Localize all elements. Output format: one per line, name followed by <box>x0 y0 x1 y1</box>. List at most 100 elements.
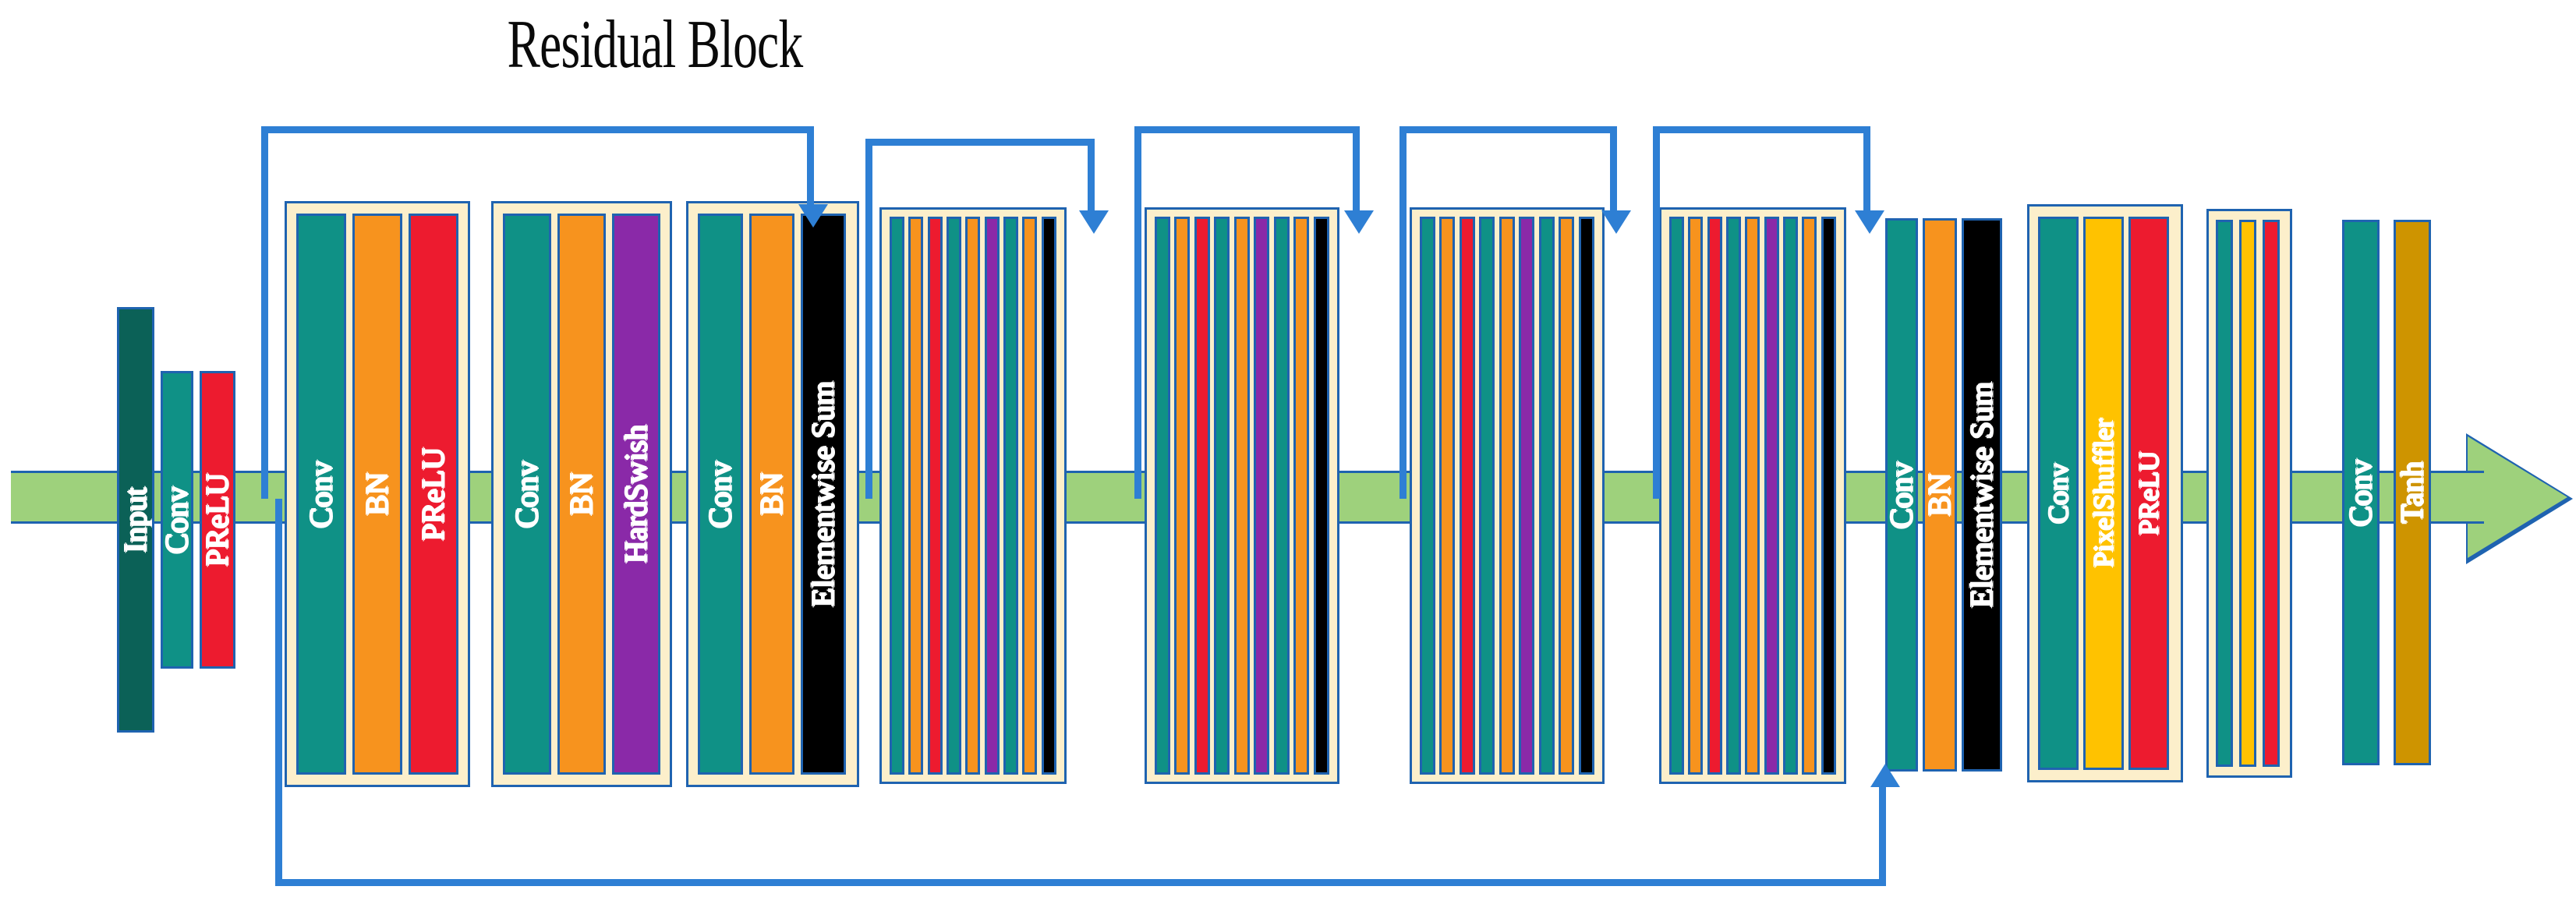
layer-conv-upsample-compact <box>2216 220 2233 767</box>
global-skip-bottom-span <box>275 879 1886 886</box>
layer-pixelshuffler-upsample-compact <box>2239 220 2256 767</box>
skip-arc-1-arrowhead <box>798 204 828 228</box>
layer-prelu-c4-3 <box>1707 217 1722 775</box>
layer-bn-g3: BN <box>749 214 794 775</box>
layer-input: Input <box>117 307 154 733</box>
layer-elementwise-sum-c3-9 <box>1579 217 1594 775</box>
layer-conv-g1: Conv <box>296 214 346 775</box>
layer-conv-g3: Conv <box>698 214 743 775</box>
layer-pixelshuffler-upsample: PixelShuffler <box>2083 217 2124 770</box>
skip-arc-5-top-span <box>1653 126 1870 133</box>
layer-label: Conv <box>2043 462 2074 524</box>
layer-label: Elementwise Sum <box>805 381 840 607</box>
layer-label: Conv <box>2343 458 2378 527</box>
layer-hardswish-g2: HardSwish <box>612 214 660 775</box>
layer-conv-c2-7 <box>1274 217 1290 775</box>
skip-arc-4-top-span <box>1399 126 1617 133</box>
layer-conv-g2: Conv <box>503 214 551 775</box>
layer-label: BN <box>359 472 395 516</box>
skip-arc-4-right-drop <box>1610 126 1617 217</box>
layer-conv-c3-7 <box>1539 217 1555 775</box>
layer-conv-c2-1 <box>1155 217 1170 775</box>
layer-prelu-c1-3 <box>928 217 943 775</box>
layer-conv-c1-4 <box>947 217 961 775</box>
layer-conv-c3-1 <box>1420 217 1435 775</box>
layer-conv-c2-4 <box>1214 217 1230 775</box>
layer-label: Elementwise Sum <box>1964 382 1999 608</box>
layer-stem-conv: Conv <box>161 371 193 669</box>
layer-elementwise-sum-c1-9 <box>1042 217 1056 775</box>
layer-label: Conv <box>702 460 738 528</box>
layer-label: BN <box>754 472 789 516</box>
layer-label: Tanh <box>2394 461 2429 524</box>
layer-bn-c1-2 <box>908 217 923 775</box>
skip-arc-3-top-span <box>1134 126 1360 133</box>
layer-label: PReLU <box>416 447 451 541</box>
layer-bn-tail-sum: BN <box>1923 218 1957 772</box>
layer-label: Input <box>118 486 153 553</box>
layer-bn-c3-2 <box>1439 217 1455 775</box>
layer-label: BN <box>1923 473 1957 517</box>
layer-label: HardSwish <box>618 425 653 563</box>
layer-hardswish-c3-6 <box>1519 217 1534 775</box>
layer-prelu-c3-3 <box>1460 217 1475 775</box>
layer-label: PixelShuffler <box>2088 418 2119 568</box>
layer-bn-c4-2 <box>1688 217 1703 775</box>
skip-arc-4-arrowhead <box>1601 210 1631 234</box>
skip-arc-3-left-riser <box>1134 126 1141 499</box>
layer-bn-c1-5 <box>965 217 980 775</box>
layer-hardswish-c2-6 <box>1254 217 1269 775</box>
layer-hardswish-c1-6 <box>985 217 1000 775</box>
layer-conv-c1-1 <box>890 217 904 775</box>
layer-label: Conv <box>303 460 338 528</box>
layer-bn-c3-5 <box>1499 217 1515 775</box>
skip-arc-1-right-drop <box>807 126 814 210</box>
layer-conv-tail-sum: Conv <box>1885 218 1918 772</box>
layer-prelu-upsample: PReLU <box>2128 217 2169 770</box>
layer-bn-c4-5 <box>1745 217 1760 775</box>
layer-elementwise-sum-g3: Elementwise Sum <box>801 214 846 775</box>
layer-hardswish-c4-6 <box>1764 217 1779 775</box>
layer-prelu-upsample-compact <box>2263 220 2280 767</box>
layer-bn-c1-8 <box>1022 217 1037 775</box>
layer-conv-c1-7 <box>1003 217 1018 775</box>
layer-label: Conv <box>509 460 544 528</box>
skip-arc-2-top-span <box>865 139 1095 146</box>
layer-conv-upsample: Conv <box>2038 217 2079 770</box>
global-skip-arrowhead <box>1870 764 1900 787</box>
skip-arc-5-arrowhead <box>1855 210 1884 234</box>
layer-elementwise-sum-c4-9 <box>1821 217 1836 775</box>
skip-arc-2-arrowhead <box>1079 210 1109 234</box>
layer-stem-prelu: PReLU <box>200 371 235 669</box>
layer-conv-c4-4 <box>1726 217 1741 775</box>
skip-arc-2-left-riser <box>865 139 872 499</box>
skip-arc-3-right-drop <box>1353 126 1360 217</box>
layer-conv-output: Conv <box>2342 220 2380 765</box>
layer-conv-c4-7 <box>1783 217 1798 775</box>
layer-prelu-g1: PReLU <box>409 214 458 775</box>
layer-label: PReLU <box>2133 451 2164 535</box>
global-skip-left-drop <box>275 499 282 879</box>
skip-arc-5-left-riser <box>1653 126 1660 499</box>
page-title: Residual Block <box>507 7 804 83</box>
layer-prelu-c2-3 <box>1194 217 1210 775</box>
layer-label: Conv <box>161 486 193 554</box>
layer-label: Conv <box>1885 461 1918 529</box>
layer-label: BN <box>564 472 599 516</box>
flow-arrow-head <box>2468 436 2567 558</box>
layer-elementwise-sum-c2-9 <box>1314 217 1329 775</box>
layer-elementwise-sum-tail-sum: Elementwise Sum <box>1962 218 2002 772</box>
layer-bn-g2: BN <box>557 214 606 775</box>
layer-bn-g1: BN <box>352 214 402 775</box>
layer-bn-c2-2 <box>1174 217 1190 775</box>
layer-label: PReLU <box>200 473 235 567</box>
layer-bn-c2-5 <box>1234 217 1250 775</box>
skip-arc-1-top-span <box>261 126 814 133</box>
skip-arc-1-left-riser <box>261 126 268 499</box>
skip-arc-4-left-riser <box>1399 126 1407 499</box>
skip-arc-2-right-drop <box>1088 139 1095 217</box>
layer-tanh-output: Tanh <box>2394 220 2431 765</box>
layer-bn-c4-8 <box>1802 217 1817 775</box>
global-skip-right-riser <box>1879 787 1886 879</box>
